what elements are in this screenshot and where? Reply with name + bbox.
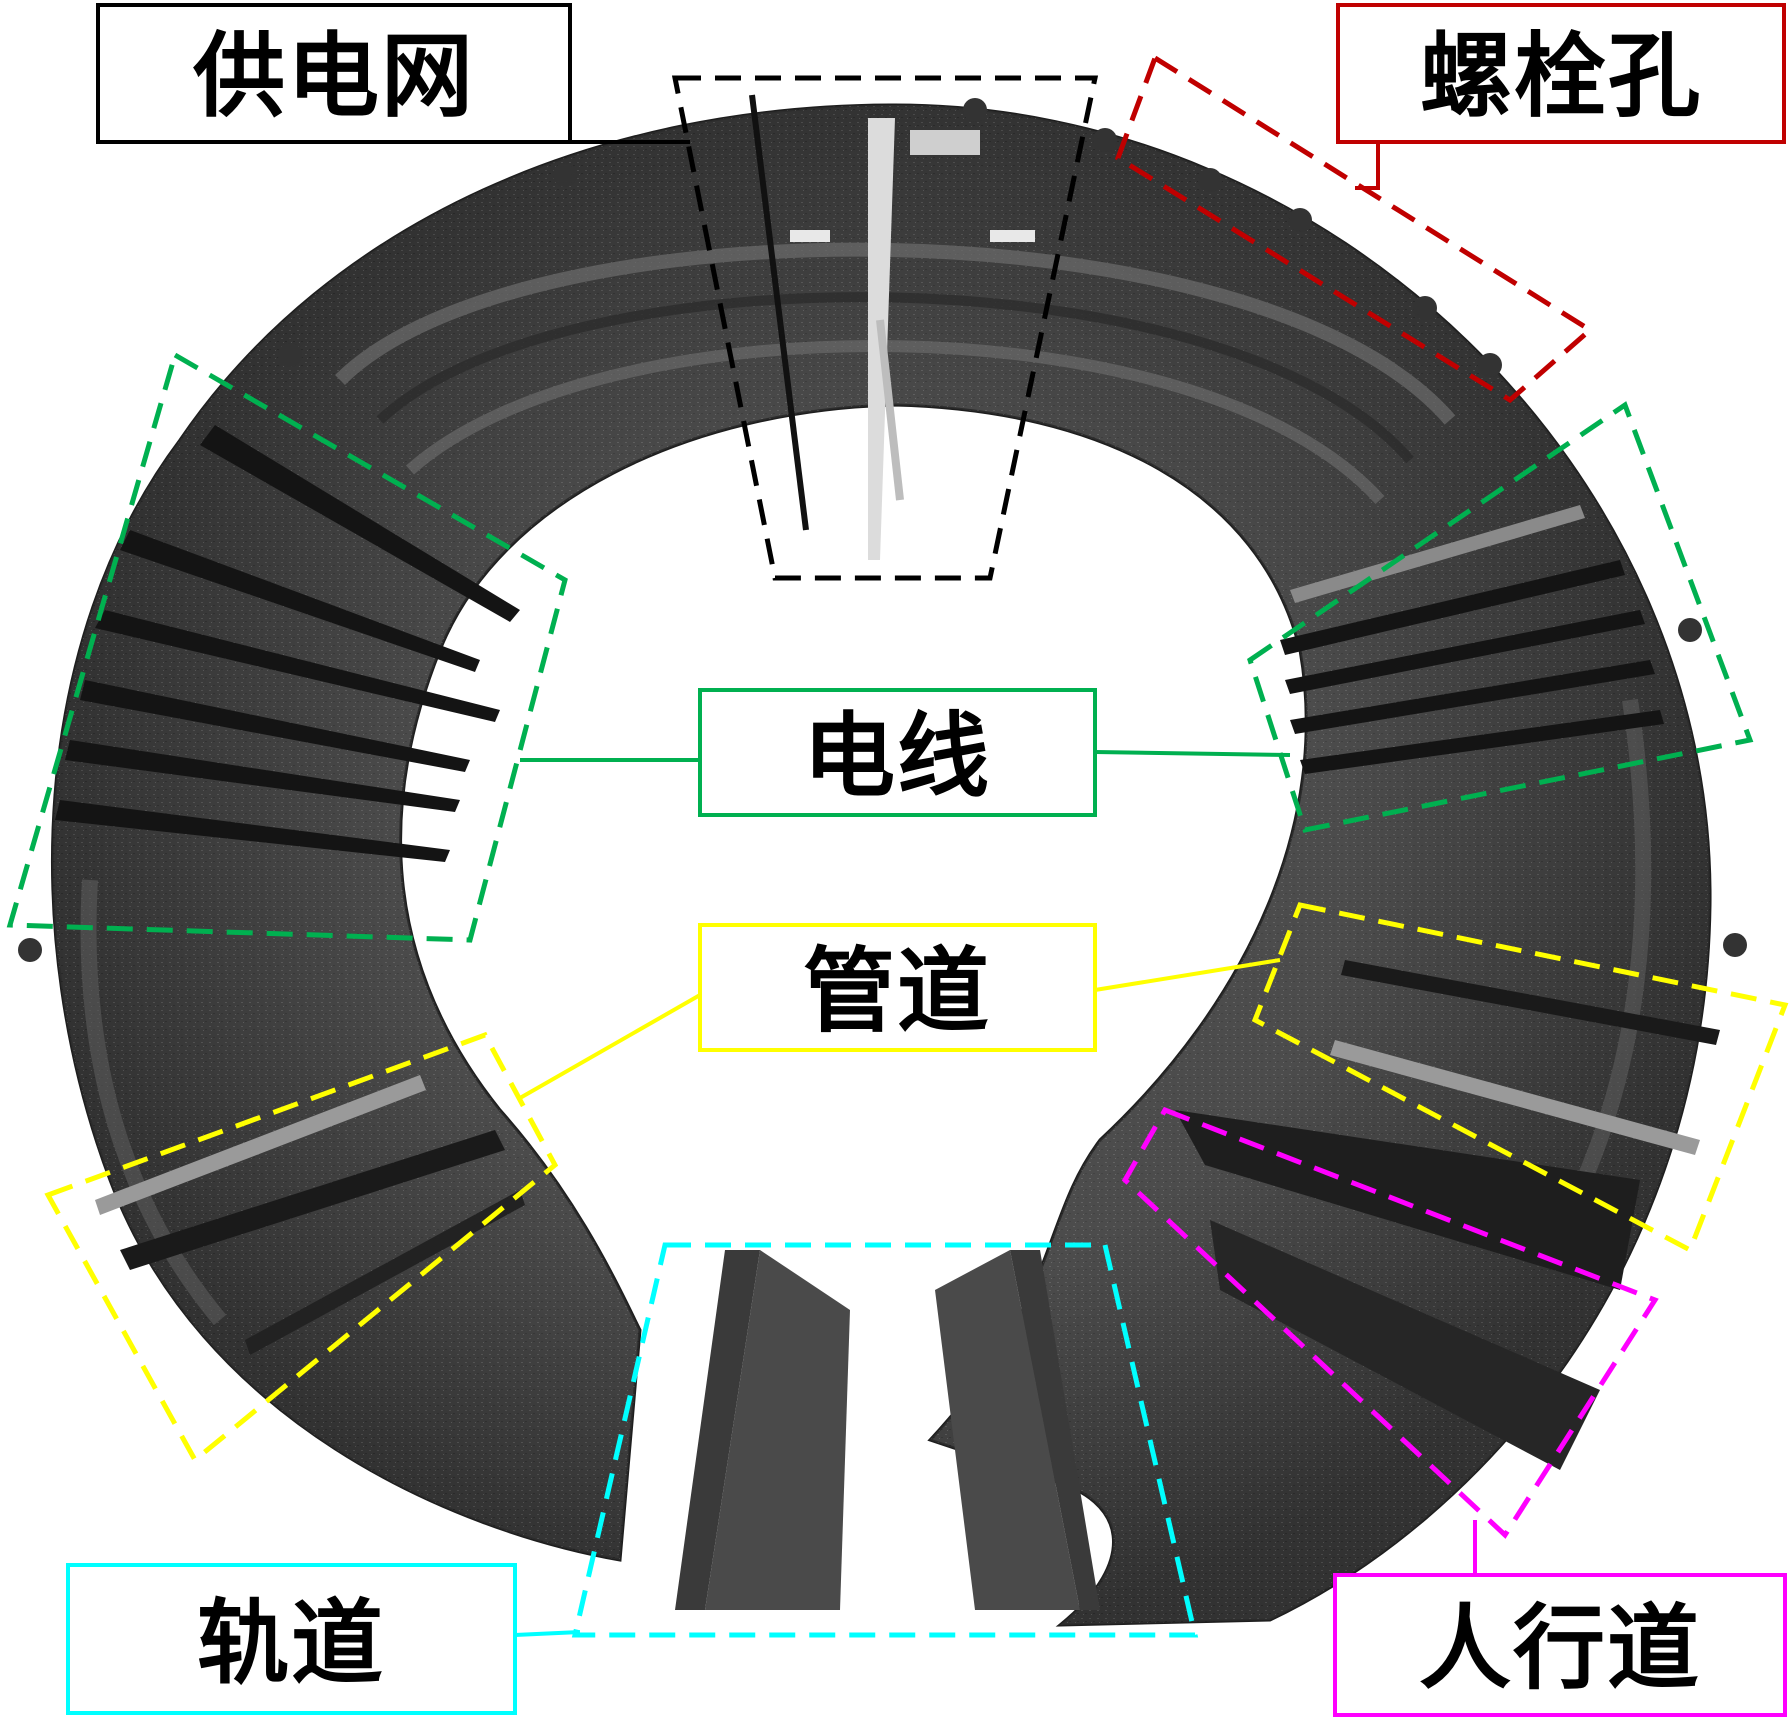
- label-box: [66, 1563, 517, 1715]
- ring-band: [376, 292, 1414, 464]
- label-box: [1336, 3, 1786, 144]
- box-pipes-left: [44, 1031, 559, 1464]
- catenary-fitting: [910, 130, 980, 155]
- label-text-pipes: 管道: [803, 937, 991, 1045]
- pipe-left: [95, 1075, 426, 1215]
- bolt-bump: [1198, 168, 1222, 192]
- cable-bundle-left: [55, 425, 520, 862]
- cable: [80, 680, 470, 772]
- cable: [120, 530, 480, 672]
- region-boxes: [6, 54, 1789, 1638]
- catenary-fitting: [790, 230, 830, 242]
- track-bed-left: [705, 1250, 850, 1610]
- cable: [1300, 710, 1664, 774]
- cable: [1285, 610, 1645, 694]
- pipe-left: [245, 1190, 525, 1355]
- leader-bolt-holes: [1355, 142, 1380, 190]
- rail-right-inner: [1010, 1250, 1100, 1610]
- cable: [200, 425, 520, 622]
- ring-band: [406, 340, 1385, 505]
- bolt-bump: [1723, 933, 1747, 957]
- cable: [95, 610, 500, 722]
- bolt-bump: [1288, 208, 1312, 232]
- leader-track: [514, 1630, 581, 1637]
- label-box: [96, 3, 572, 144]
- leader-pipes-right: [1094, 958, 1281, 992]
- box-wires-right: [1247, 401, 1754, 833]
- walkway-railing: [1210, 1220, 1600, 1470]
- box-walkway: [1121, 1106, 1659, 1539]
- pipe-left: [120, 1130, 505, 1270]
- cable-bundle-right: [1280, 505, 1664, 774]
- cable: [1280, 560, 1625, 655]
- label-box: [698, 923, 1097, 1052]
- bolt-bump: [278, 343, 302, 367]
- box-bolt-holes: [1114, 54, 1595, 404]
- label-walkway: 人行道: [1333, 1573, 1787, 1717]
- label-text-walkway: 人行道: [1419, 1594, 1701, 1702]
- leader-pipes-left: [519, 993, 701, 1100]
- label-wires: 电线: [698, 688, 1097, 817]
- label-track: 轨道: [66, 1563, 517, 1715]
- bolt-bump: [1678, 618, 1702, 642]
- pipe-right: [1330, 1040, 1700, 1155]
- walkway-deck: [1175, 1110, 1640, 1290]
- ring-texture: [52, 105, 1711, 1625]
- label-bolt-holes: 螺栓孔: [1336, 3, 1786, 144]
- ring-band: [80, 879, 227, 1326]
- cable: [55, 800, 450, 862]
- cable: [1290, 660, 1655, 734]
- label-text-bolt-holes: 螺栓孔: [1420, 22, 1702, 130]
- label-box: [1333, 1573, 1787, 1717]
- box-wires-left: [6, 351, 568, 943]
- label-text-wires: 电线: [803, 702, 991, 810]
- rail-left-inner: [675, 1250, 760, 1610]
- cable: [65, 740, 460, 812]
- tunnel-ring: [18, 98, 1747, 1627]
- pipe-right: [1341, 960, 1720, 1045]
- box-track: [571, 1242, 1199, 1638]
- bolt-bump: [553, 163, 577, 187]
- walkway: [1175, 1110, 1640, 1470]
- bolt-bump: [963, 98, 987, 122]
- bolt-bump: [1478, 353, 1502, 377]
- bolt-bump: [1413, 296, 1437, 320]
- label-text-power-grid: 供电网: [193, 22, 475, 130]
- box-power-grid: [671, 75, 1099, 581]
- pipes: [95, 960, 1720, 1355]
- leader-wires-right: [1094, 750, 1291, 757]
- label-pipes: 管道: [698, 923, 1097, 1052]
- ring-band: [335, 242, 1456, 425]
- bolt-bump: [18, 938, 42, 962]
- label-power-grid: 供电网: [96, 3, 572, 144]
- tracks: [675, 1250, 1100, 1610]
- box-pipes-right: [1251, 902, 1789, 1254]
- catenary-structure: [749, 94, 1035, 560]
- catenary-wire: [749, 94, 809, 531]
- catenary-hanger: [876, 319, 904, 501]
- cable: [1290, 505, 1585, 603]
- track-bed-right: [935, 1250, 1080, 1610]
- ring-band: [1552, 698, 1652, 1234]
- bolt-bump: [1093, 128, 1117, 152]
- catenary-fitting: [990, 230, 1035, 242]
- leader-lines: [514, 140, 1477, 1637]
- label-text-track: 轨道: [197, 1589, 385, 1697]
- label-box: [698, 688, 1097, 817]
